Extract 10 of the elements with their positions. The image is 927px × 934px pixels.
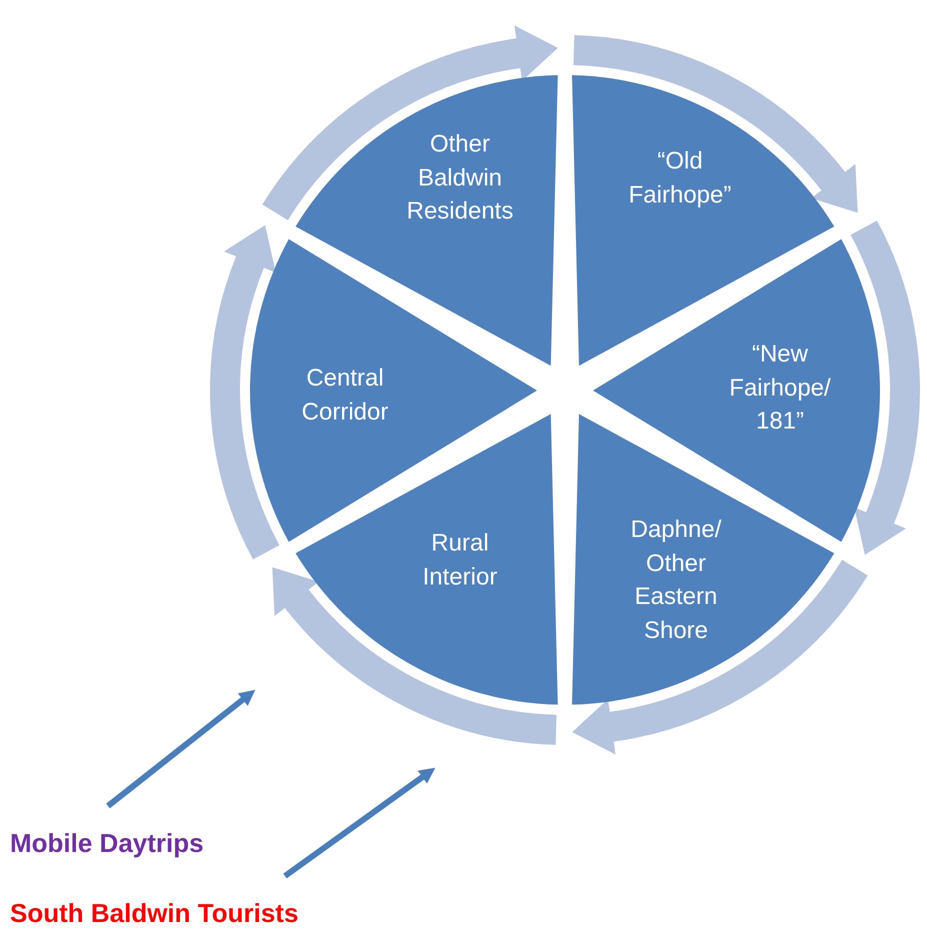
group-label: Mobile Daytrips xyxy=(10,828,204,859)
group-label: South Baldwin Tourists xyxy=(10,898,298,929)
arrow xyxy=(106,690,256,808)
sector-label: “New Fairhope/ 181” xyxy=(728,340,832,437)
sector-label: Daphne/ Other Eastern Shore xyxy=(630,514,722,646)
sector-label: Central Corridor xyxy=(300,363,390,427)
sector-label: Rural Interior xyxy=(422,528,498,592)
arrow xyxy=(283,768,436,878)
sector-label: “Old Fairhope” xyxy=(628,146,732,210)
sector-label: Other Baldwin Residents xyxy=(406,130,514,227)
